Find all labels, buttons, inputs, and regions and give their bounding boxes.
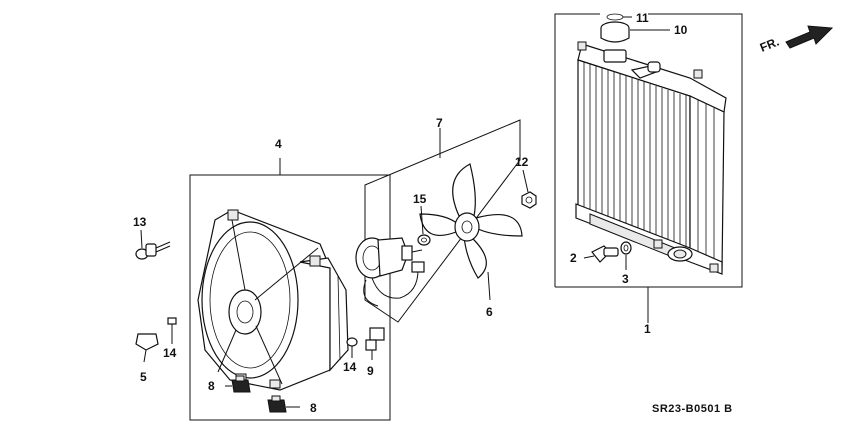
drain-o-ring [620,241,632,255]
harness-clip-9 [365,327,385,351]
fan-motor-group-frame [364,119,521,323]
callout-10: 10 [674,23,688,37]
callout-7: 7 [436,116,443,130]
fan-nut-12 [521,191,537,209]
callout-9: 9 [367,364,374,378]
radiator [575,41,727,275]
callout-13: 13 [133,215,147,229]
screw-14-right [346,337,358,354]
front-direction-indicator: FR. [758,25,834,55]
callout-4: 4 [275,137,282,151]
fan-shroud [197,209,349,391]
shroud-group-frame [189,174,391,421]
callout-8-upper: 8 [208,379,215,393]
callout-12: 12 [515,155,529,169]
callout-3: 3 [622,272,629,286]
callout-6: 6 [486,305,493,319]
callout-2: 2 [570,251,577,265]
callout-1: 1 [644,322,651,336]
screw-14-left [167,317,177,332]
radiator-fins [583,62,715,267]
drain-plug [591,245,619,263]
callout-14-right: 14 [343,360,357,374]
cooling-fan [419,163,523,279]
clip-lower [267,395,287,413]
callout-5: 5 [140,370,147,384]
front-arrow-icon [785,25,834,49]
callout-15: 15 [413,192,427,206]
callout-8-lower: 8 [310,401,317,415]
callout-11: 11 [636,11,649,25]
cap-seal [606,13,624,21]
radiator-cap [600,21,630,43]
clip-5 [135,333,159,351]
front-label: FR. [758,35,781,55]
callout-14-left: 14 [163,346,177,360]
leader-lines [140,16,670,408]
washer-15 [417,234,431,246]
clip-upper [231,375,251,393]
fan-motor [355,237,425,307]
diagram-code: SR23-B0501 B [652,403,733,415]
flange-bolt-13 [135,241,171,260]
